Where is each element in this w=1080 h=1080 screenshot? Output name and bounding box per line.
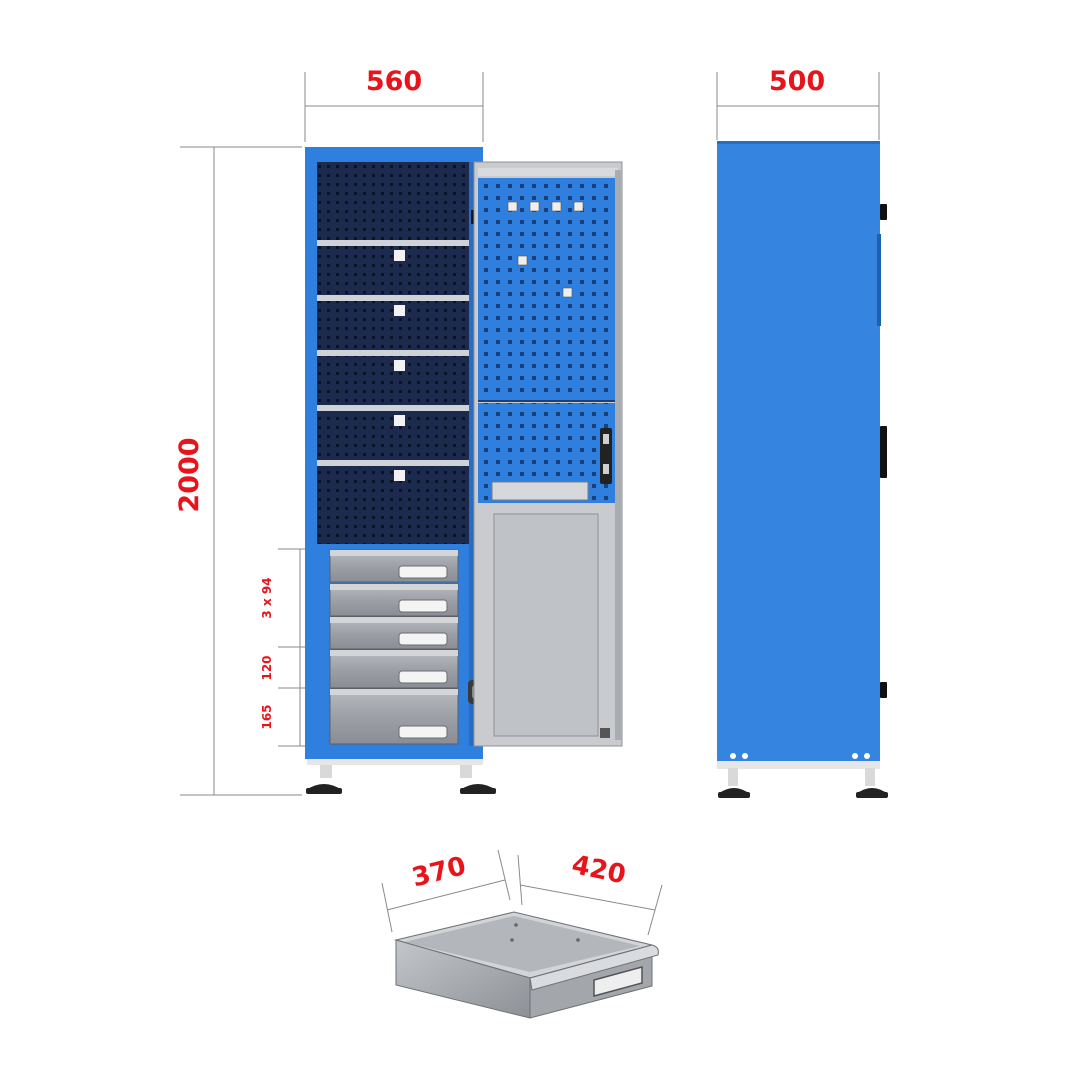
drawer-depth-label: 420 (569, 850, 628, 891)
drawer (329, 616, 459, 650)
drawer-width-label: 370 (409, 851, 469, 893)
side-feet (717, 753, 888, 798)
front-cabinet (305, 147, 496, 794)
drawer-detail (394, 911, 659, 1019)
drawer (329, 583, 459, 617)
shelves (317, 240, 473, 466)
door-pegboard-upper (478, 178, 615, 400)
depth-dimension (716, 72, 880, 140)
drawer (329, 549, 459, 583)
side-hinges (880, 204, 887, 698)
drawer-small-label: 3 x 94 (260, 577, 274, 618)
door-tray (491, 481, 589, 501)
drawer-dimension-lines (278, 548, 306, 747)
drawer-dimension-lines-3d (381, 849, 663, 936)
drawer (329, 688, 459, 745)
drawer (329, 649, 459, 689)
height-label: 2000 (174, 437, 205, 512)
drawer-medium-label: 120 (260, 655, 274, 680)
depth-label: 500 (769, 66, 825, 97)
width-dimension (304, 72, 484, 142)
side-cabinet (717, 141, 888, 798)
pegboard-hooks (507, 201, 584, 298)
drawer-detail-handle (593, 966, 643, 997)
drawer-large-label: 165 (260, 704, 274, 729)
height-dimension (180, 146, 302, 796)
open-door (473, 161, 623, 747)
shelf-labels (394, 250, 405, 481)
front-feet (306, 757, 496, 794)
width-label: 560 (366, 66, 422, 97)
drawers (329, 549, 459, 745)
side-panel (717, 141, 880, 761)
